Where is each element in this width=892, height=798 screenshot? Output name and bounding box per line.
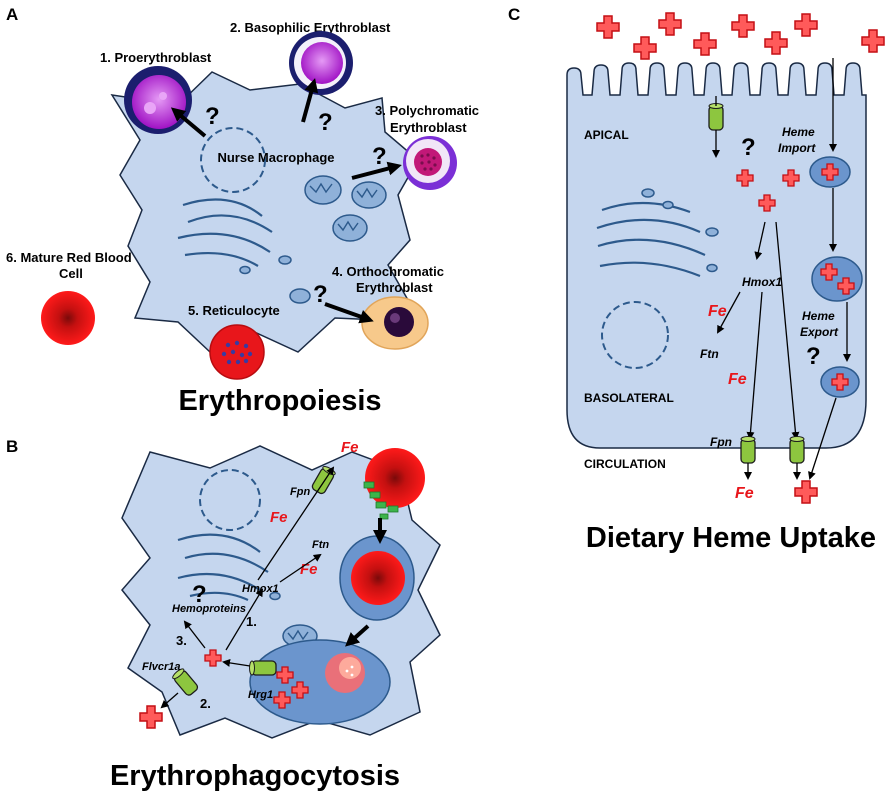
golgi-icon [177, 533, 281, 601]
fpn-transporter-c2 [789, 435, 805, 464]
vesicle-icon [199, 469, 261, 531]
ftn-label-b: Ftn [312, 539, 329, 551]
golgi-icon [177, 198, 311, 304]
fpn-label-b: Fpn [290, 486, 310, 498]
basophilic-erythroblast-cell [289, 31, 353, 95]
stage-5-label: 5. Reticulocyte [188, 303, 280, 318]
heme-icon [764, 31, 788, 55]
apical-label: APICAL [584, 128, 629, 142]
circulation-label: CIRCULATION [584, 457, 666, 471]
stage-2-label: 2. Basophilic Erythroblast [230, 20, 391, 35]
fpn-transporter-c1 [740, 435, 756, 464]
step-2-label: 2. [200, 696, 211, 711]
heme-export-label-2: Export [800, 325, 839, 339]
fe-label-b-mid: Fe [270, 509, 288, 526]
exported-heme-icon [139, 705, 163, 729]
question-mark-a3: ? [372, 143, 387, 170]
polychromatic-erythroblast-cell [403, 136, 457, 190]
engulfed-rbc [351, 551, 405, 605]
question-mark-a1: ? [205, 103, 220, 130]
reticulocyte-cell [209, 324, 265, 380]
circulating-heme-icon [794, 480, 818, 504]
proerythroblast-cell [124, 66, 192, 134]
panel-b-letter: B [6, 437, 18, 456]
fpn-label-c: Fpn [710, 435, 732, 449]
heme-icon [596, 15, 620, 39]
heme-icon [633, 36, 657, 60]
panel-c-letter: C [508, 5, 520, 24]
heme-icon [658, 12, 682, 36]
stage-6-label-line1: 6. Mature Red Blood [6, 250, 132, 265]
question-mark-a2: ? [318, 109, 333, 136]
phagolysosome [249, 639, 391, 725]
stage-4-label-line2: Erythroblast [356, 280, 433, 295]
question-mark-a4: ? [313, 281, 328, 308]
stage-3-label-line2: Erythroblast [390, 120, 467, 135]
incoming-rbc [365, 448, 425, 508]
step-3-label: 3. [176, 633, 187, 648]
vesicle-icon [200, 127, 266, 193]
heme-icon [861, 29, 885, 53]
step-1-label: 1. [246, 614, 257, 629]
heme-icon [693, 32, 717, 56]
hmox1-label-c: Hmox1 [742, 275, 782, 289]
golgi-icon [596, 188, 719, 278]
vesicle-icon [601, 301, 669, 369]
panel-c-title: Dietary Heme Uptake [586, 522, 876, 554]
hemoproteins-label: Hemoproteins [172, 603, 246, 615]
orthochromatic-erythroblast-cell [361, 296, 429, 350]
basolateral-label: BASOLATERAL [584, 391, 674, 405]
fe-label-c-circulation: Fe [735, 485, 754, 502]
stage-6-label-line2: Cell [59, 266, 83, 281]
panel-b: B Fpn Fe Fe Fe Ftn Hmox1 Hemoproteins ? … [6, 437, 441, 792]
question-mark-b: ? [192, 581, 207, 608]
flvcr1a-label: Flvcr1a [142, 661, 181, 673]
panel-c: C APICAL BASOLATERAL CIRCULATION [508, 5, 885, 554]
panel-a-title: Erythropoiesis [178, 385, 381, 417]
panel-a-letter: A [6, 5, 18, 24]
question-mark-import: ? [741, 134, 756, 161]
stage-1-label: 1. Proerythroblast [100, 50, 212, 65]
stage-3-label-line1: 3. Polychromatic [375, 103, 479, 118]
fe-label-b-top: Fe [341, 439, 359, 456]
apical-transporter [708, 102, 724, 131]
heme-import-label-1: Heme [782, 125, 815, 139]
degrading-rbc [325, 653, 365, 693]
panel-a: A Nurse Macrophage 1. Proerythroblast [6, 5, 479, 417]
nurse-macrophage-label: Nurse Macrophage [217, 150, 334, 165]
mature-rbc-cell [41, 291, 95, 345]
fe-label-b-low: Fe [300, 561, 318, 578]
heme-icon [794, 13, 818, 37]
mitochondria-icon [304, 175, 387, 242]
heme-import-label-2: Import [778, 141, 816, 155]
panel-b-title: Erythrophagocytosis [110, 760, 400, 792]
hrg1-label: Hrg1 [248, 689, 273, 701]
hrg1-transporter [248, 660, 277, 676]
heme-icon [731, 14, 755, 38]
fe-label-c-lower: Fe [728, 371, 747, 388]
endosome-vesicle [811, 256, 863, 302]
ftn-label-c: Ftn [700, 347, 719, 361]
question-mark-export: ? [806, 343, 821, 370]
enterocyte-cell [566, 62, 867, 449]
fe-label-c-upper: Fe [708, 303, 727, 320]
heme-export-label-1: Heme [802, 309, 835, 323]
stage-4-label-line1: 4. Orthochromatic [332, 264, 444, 279]
receptor-icon [363, 481, 399, 520]
